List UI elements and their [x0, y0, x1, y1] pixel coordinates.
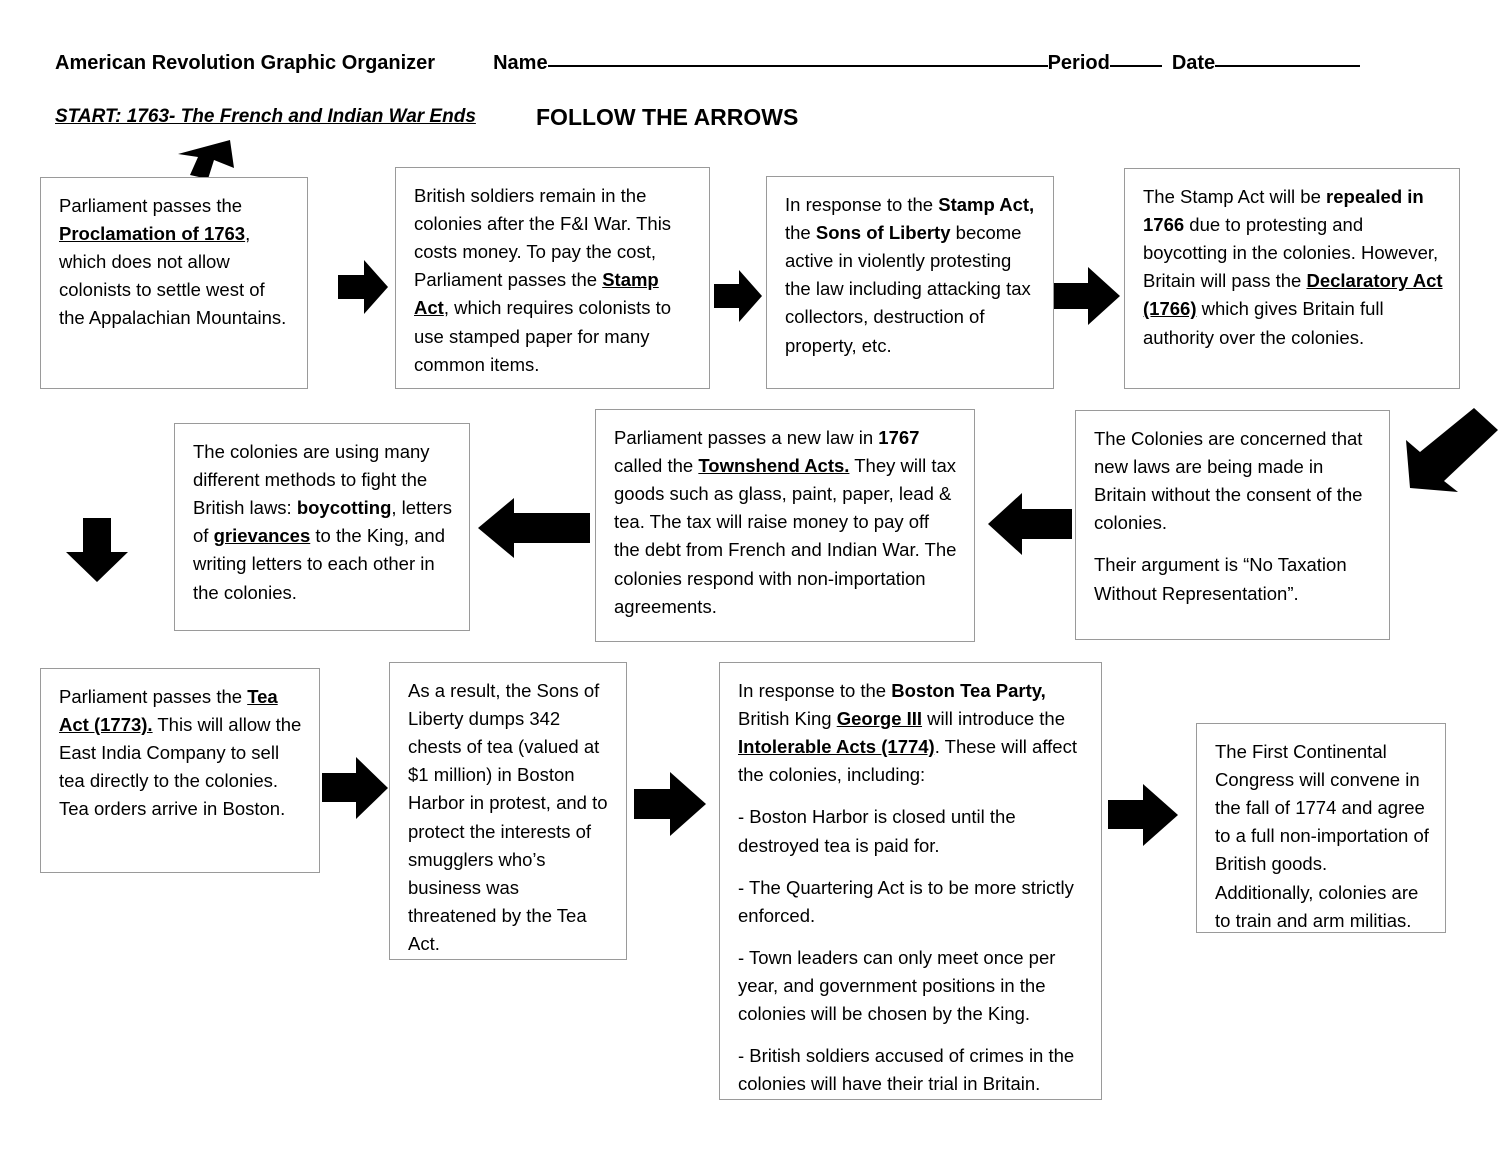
box-text: Parliament passes the Tea Act (1773). Th…	[59, 683, 303, 824]
text-run: , which does not allow colonists to sett…	[59, 223, 287, 329]
arrow-right-stamp-sons	[714, 268, 762, 324]
date-label: Date	[1171, 52, 1216, 74]
arrow-down-left-repeal-colonies	[1398, 408, 1498, 494]
text-run: due to protesting and boycotting in the …	[1143, 214, 1439, 292]
box-text: British soldiers remain in the colonies …	[414, 182, 693, 379]
arrow-right-teaparty-intolerable	[634, 770, 706, 838]
box-text: Parliament passes the Proclamation of 17…	[59, 192, 291, 333]
text-run: called the	[614, 455, 699, 477]
page-title: American Revolution Graphic Organizer	[55, 52, 436, 74]
page-header: American Revolution Graphic Organizer Na…	[55, 52, 1467, 82]
text-run-bold: repealed in 1766	[1143, 186, 1424, 236]
name-field-group: Name	[493, 52, 1048, 75]
text-run: Parliament passes the	[59, 686, 248, 707]
text-run-bold: boycotting	[296, 497, 392, 519]
text-run: They will tax goods such as glass, paint…	[614, 455, 957, 617]
period-write-in-line[interactable]	[1109, 65, 1162, 67]
period-label: Period	[1047, 52, 1110, 74]
text-run: The colonies are using many different me…	[193, 441, 430, 519]
text-run-bold-underline: George III	[836, 708, 923, 730]
box-text: - The Quartering Act is to be more stric…	[738, 876, 1074, 926]
text-run-bold: Boston Tea Party,	[891, 680, 1046, 701]
text-run-bold-underline: Intolerable Acts (1774)	[738, 736, 935, 758]
arrow-left-townshend-methods	[478, 496, 590, 560]
name-write-in-line[interactable]	[547, 65, 1048, 67]
text-run-bold-underline: Townshend Acts.	[698, 455, 850, 477]
box-proclamation-of-1763: Parliament passes the Proclamation of 17…	[40, 177, 308, 389]
text-run-bold: Sons of Liberty	[815, 222, 951, 244]
box-text: - Boston Harbor is closed until the dest…	[738, 806, 1016, 856]
text-run: which gives Britain full authority over …	[1143, 298, 1384, 348]
text-run: British soldiers remain in the colonies …	[414, 185, 672, 291]
text-run: Parliament passes the	[59, 195, 243, 216]
date-write-in-line[interactable]	[1215, 65, 1361, 67]
text-run-bold-underline: grievances	[213, 525, 311, 547]
start-label: START: 1763- The French and Indian War E…	[55, 106, 476, 127]
box-text: In response to the Stamp Act, the Sons o…	[785, 191, 1037, 360]
arrow-right-teaact-teaparty	[322, 755, 388, 821]
box-colonial-resistance-methods: The colonies are using many different me…	[174, 423, 470, 631]
arrow-down-methods-teaact	[66, 518, 128, 582]
text-run: In response to the	[738, 680, 892, 701]
box-text: The colonies are using many different me…	[193, 438, 453, 607]
box-text: - British soldiers accused of crimes in …	[738, 1045, 1075, 1095]
box-boston-tea-party: As a result, the Sons of Liberty dumps 3…	[389, 662, 627, 960]
follow-the-arrows-heading: FOLLOW THE ARROWS	[536, 104, 799, 130]
box-text: As a result, the Sons of Liberty dumps 3…	[408, 680, 608, 954]
text-run: In response to the	[785, 194, 939, 215]
box-text: In response to the Boston Tea Party, Bri…	[738, 677, 1085, 789]
text-run: to the King, and writing letters to each…	[193, 525, 446, 603]
text-run: will introduce the	[922, 708, 1065, 730]
box-text: The First Continental Congress will conv…	[1215, 741, 1429, 931]
box-stamp-act-repealed: The Stamp Act will be repealed in 1766 d…	[1124, 168, 1460, 389]
text-run: the	[785, 222, 816, 244]
text-run-bold-underline: Declaratory Act (1766)	[1143, 270, 1443, 320]
box-no-taxation-without-representation: The Colonies are concerned that new laws…	[1075, 410, 1390, 640]
text-run-bold: 1767	[878, 427, 920, 448]
box-intolerable-acts: In response to the Boston Tea Party, Bri…	[719, 662, 1102, 1100]
box-first-continental-congress: The First Continental Congress will conv…	[1196, 723, 1446, 933]
date-field-group: Date	[1171, 52, 1361, 75]
box-text: - Town leaders can only meet once per ye…	[738, 946, 1056, 1025]
box-townshend-acts: Parliament passes a new law in 1767 call…	[595, 409, 975, 642]
text-run-bold: Stamp Act,	[938, 194, 1035, 215]
text-run: Parliament passes a new law in	[614, 427, 879, 448]
text-run-bold-underline: Stamp Act	[414, 269, 659, 319]
name-label: Name	[493, 52, 548, 74]
box-text: Their argument is “No Taxation Without R…	[1094, 554, 1347, 604]
text-run: , which requires colonists to use stampe…	[414, 297, 672, 375]
text-run-bold-underline: Proclamation of 1763	[59, 223, 246, 245]
text-run: This will allow the East India Company t…	[59, 714, 302, 820]
box-stamp-act: British soldiers remain in the colonies …	[395, 167, 710, 389]
text-run: . These will affect the colonies, includ…	[738, 736, 1077, 786]
box-text: The Colonies are concerned that new laws…	[1094, 428, 1363, 534]
arrow-down-left-start	[178, 138, 234, 182]
text-run: , letters of	[193, 497, 453, 547]
text-run: become active in violently protesting th…	[785, 222, 1031, 356]
text-run: British King	[738, 708, 837, 730]
arrow-right-sons-repeal	[1052, 265, 1120, 327]
box-tea-act: Parliament passes the Tea Act (1773). Th…	[40, 668, 320, 873]
box-sons-of-liberty: In response to the Stamp Act, the Sons o…	[766, 176, 1054, 389]
box-text: The Stamp Act will be repealed in 1766 d…	[1143, 183, 1443, 352]
box-text: Parliament passes a new law in 1767 call…	[614, 424, 958, 621]
arrow-left-colonies-townshend	[988, 490, 1072, 558]
period-field-group: Period	[1048, 52, 1162, 75]
arrow-right-intolerable-congress	[1108, 782, 1178, 848]
arrow-right-proclamation-stamp	[338, 258, 388, 316]
text-run: The Stamp Act will be	[1143, 186, 1327, 207]
text-run-bold-underline: Tea Act (1773).	[59, 686, 278, 736]
